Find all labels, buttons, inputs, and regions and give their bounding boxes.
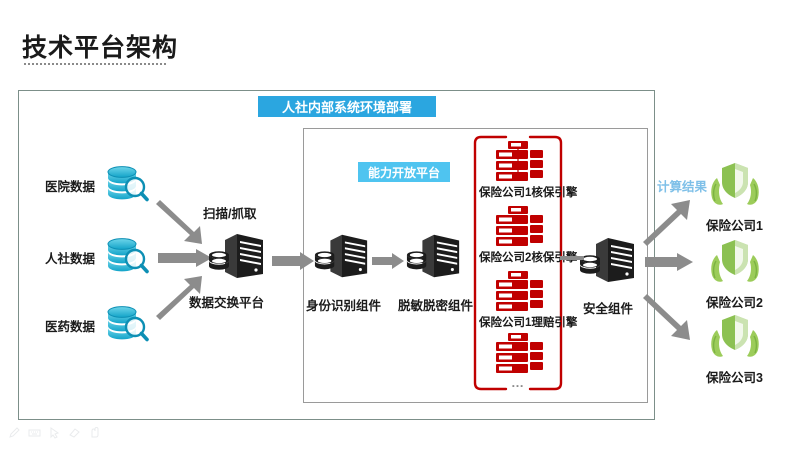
exchange-caption: 扫描/抓取: [203, 207, 257, 221]
server-database-icon: [406, 234, 460, 278]
source-icon-0: [105, 163, 149, 203]
engine-icon-0: [490, 140, 546, 186]
engine-icon-1: [490, 205, 546, 251]
component-icon-1: [405, 232, 463, 280]
server-database-icon: [580, 238, 634, 282]
arrow-identity-to-desensitize: [372, 253, 406, 271]
source-icon-1: [105, 235, 149, 275]
shield-hands-icon: [711, 240, 759, 282]
security-label: 安全组件: [583, 302, 634, 316]
component-label-1: 脱敏脱密组件: [398, 299, 474, 313]
watermark-toolbar: [8, 426, 101, 439]
database-search-icon: [105, 163, 149, 203]
exchange-icon: [207, 232, 267, 280]
source-icon-2: [105, 303, 149, 343]
target-icon-0: [707, 158, 763, 208]
target-label-0: 保险公司1: [706, 219, 763, 233]
arrow-security-to-target1: [645, 253, 697, 273]
pen-icon: [8, 426, 21, 439]
arrow-source2-to-exchange: [156, 272, 214, 324]
engine-icon-2: [490, 270, 546, 316]
engine-icon-3: [490, 332, 546, 378]
shield-hands-icon: [711, 163, 759, 205]
title-underline: [24, 63, 166, 65]
engine-label-0: 保险公司1核保引擎: [479, 187, 578, 199]
output-caption: 计算结果: [657, 180, 708, 194]
badge-capability-platform: 能力开放平台: [358, 162, 450, 182]
red-server-cluster-icon: [496, 206, 543, 246]
server-database-icon: [314, 234, 368, 278]
source-label-1: 人社数据: [45, 252, 96, 266]
engine-more-ellipsis: …: [511, 375, 525, 390]
engine-group-bracket: [472, 134, 564, 392]
engine-label-2: 保险公司1理赔引擎: [479, 317, 578, 329]
arrow-security-to-target2: [643, 290, 701, 344]
hand-icon: [88, 426, 101, 439]
target-icon-1: [707, 235, 763, 285]
target-icon-2: [707, 310, 763, 360]
target-label-1: 保险公司2: [706, 296, 763, 310]
component-label-0: 身份识别组件: [306, 299, 382, 313]
red-server-cluster-icon: [496, 141, 543, 181]
target-label-2: 保险公司3: [706, 371, 763, 385]
source-label-2: 医药数据: [45, 320, 96, 334]
cursor-icon: [48, 426, 61, 439]
badge-internal-system-env: 人社内部系统环境部署: [258, 96, 436, 117]
database-search-icon: [105, 303, 149, 343]
arrow-security-to-target0: [643, 196, 701, 250]
shield-hands-icon: [711, 315, 759, 357]
arrow-exchange-to-identity: [272, 252, 318, 272]
security-icon: [578, 236, 638, 284]
engine-label-1: 保险公司2核保引擎: [479, 252, 578, 264]
keyboard-icon: [28, 426, 41, 439]
arrow-source1-to-exchange: [158, 249, 216, 269]
database-search-icon: [105, 235, 149, 275]
exchange-label: 数据交换平台: [189, 296, 265, 310]
source-label-0: 医院数据: [45, 180, 96, 194]
red-server-cluster-icon: [496, 271, 543, 311]
arrow-source0-to-exchange: [156, 196, 214, 248]
page-title: 技术平台架构: [22, 34, 179, 62]
server-database-icon: [209, 234, 263, 278]
component-icon-0: [313, 232, 371, 280]
connector-engines-to-security: [560, 254, 584, 262]
red-server-cluster-icon: [496, 333, 543, 373]
eraser-icon: [68, 426, 81, 439]
